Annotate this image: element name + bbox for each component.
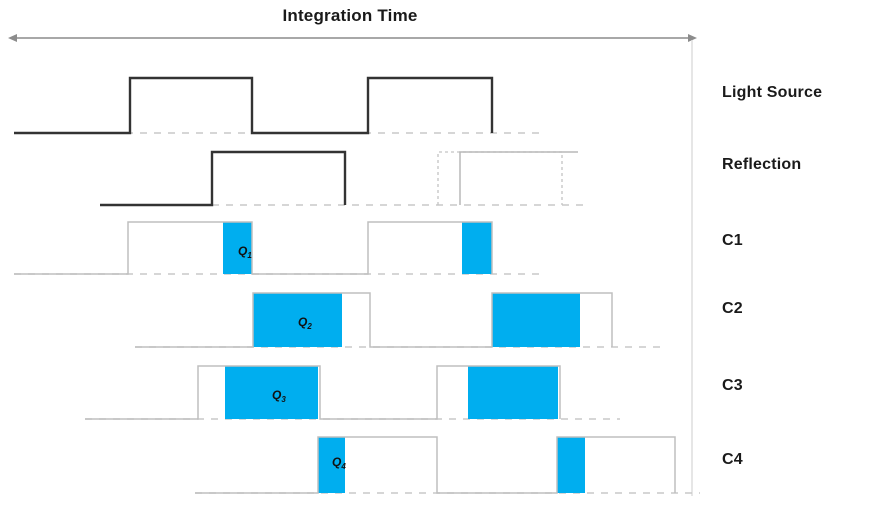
charge-fill-c1-2 — [462, 222, 492, 274]
integration-time-axis — [8, 34, 697, 496]
waveform-light-source — [14, 76, 494, 135]
charge-fill-c4-1 — [318, 437, 345, 493]
charge-label-q4: Q4 — [332, 455, 346, 471]
charge-fill-c3-2 — [468, 366, 558, 419]
charge-fill-c3-1 — [225, 366, 318, 419]
charge-label-base: Q — [272, 388, 282, 402]
row-label-reflection: Reflection — [722, 156, 802, 173]
row-label-c1: C1 — [722, 232, 743, 249]
waveform-c4 — [195, 436, 676, 494]
waveform-reflection — [100, 150, 347, 207]
charge-fill-c1-1 — [223, 222, 252, 274]
charge-label-subscript: 3 — [281, 395, 286, 404]
charge-label-base: Q — [238, 244, 248, 258]
charge-fill-c2-2 — [492, 293, 580, 347]
row-label-light-source: Light Source — [722, 84, 823, 101]
row-label-c3: C3 — [722, 377, 743, 394]
charge-label-q2: Q2 — [298, 315, 312, 331]
charge-label-base: Q — [298, 315, 308, 329]
row-label-c2: C2 — [722, 300, 743, 317]
charge-label-q1: Q1 — [238, 244, 252, 260]
waveform-c2 — [135, 292, 613, 348]
waveform-c1 — [14, 221, 493, 275]
charge-fill-c2-1 — [253, 293, 342, 347]
charge-label-subscript: 4 — [340, 462, 346, 471]
charge-label-base: Q — [332, 455, 342, 469]
row-label-c4: C4 — [722, 451, 743, 468]
page-title: Integration Time — [282, 6, 418, 25]
shifted-pulse-reflection-1 — [459, 151, 578, 205]
charge-label-subscript: 1 — [247, 251, 252, 260]
charge-fill-c4-2 — [557, 437, 585, 493]
charge-label-subscript: 2 — [306, 322, 312, 331]
waveform-group — [14, 76, 700, 494]
waveform-c3 — [85, 365, 561, 420]
ghost-pulse-reflection-1 — [437, 151, 563, 205]
charge-label-q3: Q3 — [272, 388, 286, 404]
